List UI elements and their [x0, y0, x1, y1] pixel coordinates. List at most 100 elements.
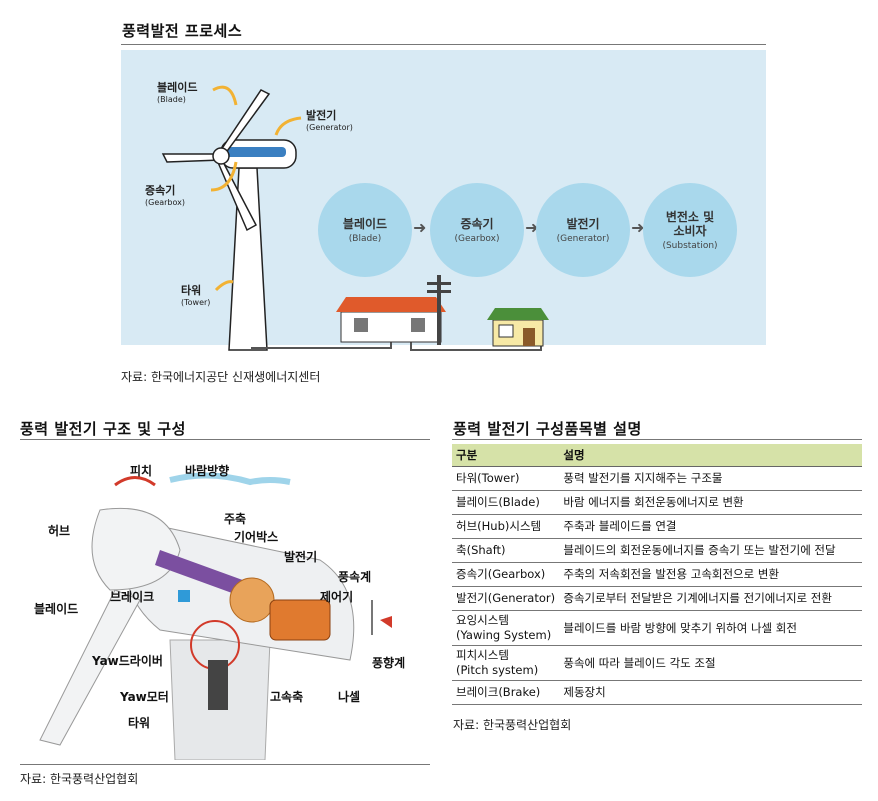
- ground: [121, 345, 766, 363]
- row-desc: 풍속에 따라 블레이드 각도 조절: [559, 645, 862, 681]
- row-item: 피치시스템 (Pitch system): [452, 645, 560, 681]
- structure-source: 자료: 한국풍력산업협회: [20, 772, 139, 786]
- step-generator-en: (Generator): [556, 233, 610, 244]
- label-generator: 발전기 (Generator): [306, 110, 353, 134]
- row-desc: 증속기로부터 전달받은 기계에너지를 전기에너지로 전환: [559, 586, 862, 611]
- yaw-motor-body: [208, 660, 228, 710]
- row-desc: 풍력 발전기를 지지해주는 구조물: [559, 466, 862, 491]
- label-gearbox: 기어박스: [234, 530, 279, 544]
- process-title-rule: [121, 44, 766, 45]
- structure-title: 풍력 발전기 구조 및 구성: [20, 420, 186, 438]
- brake-block: [178, 590, 190, 602]
- gearbox-arrow: [210, 161, 238, 192]
- components-table-wrap: 구분 설명 타워(Tower) 풍력 발전기를 지지해주는 구조물 블레이드(B…: [452, 444, 862, 705]
- label-tower: 타워 (Tower): [181, 285, 210, 309]
- label-high-speed-shaft: 고속축: [270, 690, 304, 704]
- components-table: 구분 설명 타워(Tower) 풍력 발전기를 지지해주는 구조물 블레이드(B…: [452, 444, 862, 705]
- row-item: 요잉시스템 (Yawing System): [452, 610, 560, 646]
- row-item: 허브(Hub)시스템: [452, 514, 560, 539]
- generator-body: [269, 599, 331, 641]
- utility-pole: [437, 275, 441, 345]
- substation-roof: [336, 297, 446, 312]
- row-desc: 블레이드의 회전운동에너지를 증속기 또는 발전기에 전달: [559, 538, 862, 563]
- hub-shape: [212, 147, 230, 165]
- turbine-structure-diagram: 피치 바람방향 허브 주축 기어박스 발전기 풍속계 브레이크 제어기 블레이드…: [20, 440, 430, 760]
- row-item: 증속기(Gearbox): [452, 562, 560, 587]
- structure-illustration: [39, 472, 392, 760]
- label-blade-ko: 블레이드: [157, 81, 198, 94]
- row-desc: 제동장치: [559, 680, 862, 705]
- label-gearbox-ko: 증속기: [145, 184, 176, 197]
- table-header-row: 구분 설명: [452, 444, 862, 467]
- label-yaw-driver: Yaw드라이버: [92, 654, 163, 668]
- table-row: 타워(Tower) 풍력 발전기를 지지해주는 구조물: [452, 466, 862, 491]
- pole-bar-2: [427, 290, 451, 293]
- label-tower-en: (Tower): [181, 298, 211, 307]
- step-substation: 변전소 및 소비자 (Substation): [643, 183, 737, 277]
- row-item: 타워(Tower): [452, 466, 560, 491]
- house-roof: [487, 308, 549, 320]
- row-desc: 주축과 블레이드를 연결: [559, 514, 862, 539]
- arrow-right-icon: ➜: [631, 218, 645, 237]
- blade-arrow: [212, 85, 238, 106]
- label-anemometer: 풍속계: [338, 570, 372, 584]
- process-source: 자료: 한국에너지공단 신재생에너지센터: [121, 370, 321, 384]
- step-blade-en: (Blade): [348, 233, 382, 244]
- label-wind-vane: 풍향계: [372, 656, 406, 670]
- wind-process-illustration: 블레이드 (Blade) 발전기 (Generator) 증속기 (Gearbo…: [121, 50, 766, 363]
- table-row: 블레이드(Blade) 바람 에너지를 회전운동에너지로 변환: [452, 490, 862, 515]
- label-generator-en: (Generator): [306, 123, 353, 132]
- turbine-illustration: [121, 85, 766, 363]
- step-substation-en: (Substation): [662, 240, 718, 251]
- wind-vane-tip: [380, 616, 392, 628]
- label-blade: 블레이드 (Blade): [157, 82, 197, 106]
- table-row: 발전기(Generator) 증속기로부터 전달받은 기계에너지를 전기에너지로…: [452, 586, 862, 611]
- step-gearbox-ko: 증속기: [460, 216, 494, 231]
- hub-body: [91, 507, 181, 591]
- table-row: 축(Shaft) 블레이드의 회전운동에너지를 증속기 또는 발전기에 전달: [452, 538, 862, 563]
- table-row: 요잉시스템 (Yawing System) 블레이드를 바람 방향에 맞추기 위…: [452, 610, 862, 646]
- step-substation-ko: 변전소 및 소비자: [665, 209, 715, 238]
- label-brake: 브레이크: [110, 590, 155, 604]
- cable: [251, 340, 392, 349]
- label-pitch: 피치: [130, 464, 153, 478]
- label-gearbox: 증속기 (Gearbox): [145, 185, 185, 209]
- label-generator-ko: 발전기: [306, 109, 337, 122]
- components-title: 풍력 발전기 구성품목별 설명: [453, 420, 642, 438]
- step-generator: 발전기 (Generator): [536, 183, 630, 277]
- label-blade: 블레이드: [34, 602, 79, 616]
- label-nacelle: 나셀: [338, 690, 361, 704]
- table-row: 증속기(Gearbox) 주축의 저속회전을 발전용 고속회전으로 변환: [452, 562, 862, 587]
- pitch-arrow: [114, 476, 156, 487]
- components-title-rule: [452, 439, 862, 440]
- step-generator-ko: 발전기: [566, 216, 600, 231]
- row-desc: 바람 에너지를 회전운동에너지로 변환: [559, 490, 862, 515]
- label-yaw-motor: Yaw모터: [120, 690, 169, 704]
- house-window: [498, 324, 514, 338]
- shaft-shape: [226, 147, 286, 157]
- header-category: 구분: [452, 444, 560, 467]
- gearbox-gear: [229, 577, 275, 623]
- table-row: 브레이크(Brake) 제동장치: [452, 680, 862, 705]
- house-door: [523, 328, 535, 346]
- step-gearbox: 증속기 (Gearbox): [430, 183, 524, 277]
- label-controller: 제어기: [320, 590, 354, 604]
- label-blade-en: (Blade): [157, 95, 186, 104]
- label-generator: 발전기: [284, 550, 318, 564]
- row-desc: 주축의 저속회전을 발전용 고속회전으로 변환: [559, 562, 862, 587]
- step-blade: 블레이드 (Blade): [318, 183, 412, 277]
- row-item: 축(Shaft): [452, 538, 560, 563]
- header-description: 설명: [559, 444, 862, 467]
- structure-bottom-rule: [20, 764, 430, 765]
- wind-flow: [169, 472, 291, 486]
- label-tower-ko: 타워: [181, 284, 202, 297]
- structure-title-rule: [20, 439, 430, 440]
- substation-window-2: [411, 318, 425, 332]
- process-title: 풍력발전 프로세스: [122, 22, 243, 40]
- components-source: 자료: 한국풍력산업협회: [453, 718, 572, 732]
- table-row: 피치시스템 (Pitch system) 풍속에 따라 블레이드 각도 조절: [452, 645, 862, 681]
- label-main-shaft: 주축: [224, 512, 247, 526]
- arrow-right-icon: ➜: [525, 218, 539, 237]
- label-hub: 허브: [48, 524, 71, 538]
- row-item: 블레이드(Blade): [452, 490, 560, 515]
